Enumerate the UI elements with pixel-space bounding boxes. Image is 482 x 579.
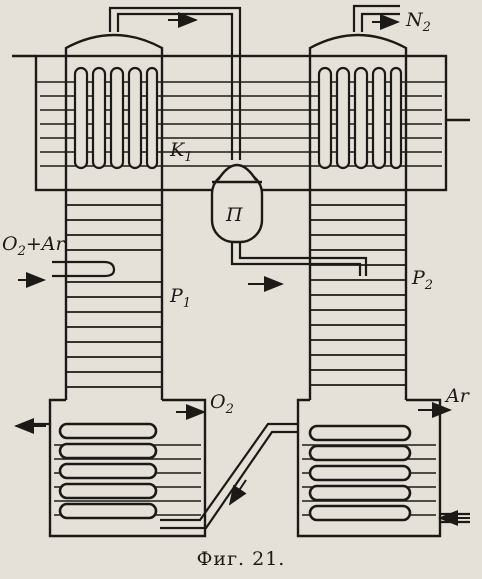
left-condenser-tubes [73, 66, 159, 170]
column-left [64, 33, 164, 400]
crossover-pipe [160, 422, 298, 530]
label-argon: Ar [444, 385, 471, 407]
label-condenser: K1 [169, 139, 192, 165]
flow-arrows [14, 12, 470, 526]
label-column1: P1 [169, 285, 191, 311]
label-feed: O2+Ar [2, 233, 67, 259]
label-nitrogen: N2 [405, 9, 431, 35]
arrow-crossover [228, 479, 247, 506]
left-boiler [48, 398, 207, 538]
right-column-trays [310, 204, 406, 386]
right-heating-coil [308, 424, 412, 522]
right-condenser-tubes [317, 66, 403, 170]
label-oxygen: O2 [210, 391, 234, 417]
feed-pipe [52, 260, 116, 278]
left-top-pipe [108, 6, 242, 160]
figure-caption: Фиг. 21. [196, 548, 286, 570]
separator-to-column2-pipe [230, 242, 368, 276]
nitrogen-outlet-pipe [352, 4, 400, 32]
column-right [308, 33, 408, 400]
right-boiler [296, 398, 442, 538]
label-column2: P2 [411, 267, 433, 293]
left-heating-coil [58, 422, 158, 520]
left-column-trays [66, 204, 162, 388]
separator-cap [216, 163, 258, 181]
label-separator: П [225, 204, 243, 226]
